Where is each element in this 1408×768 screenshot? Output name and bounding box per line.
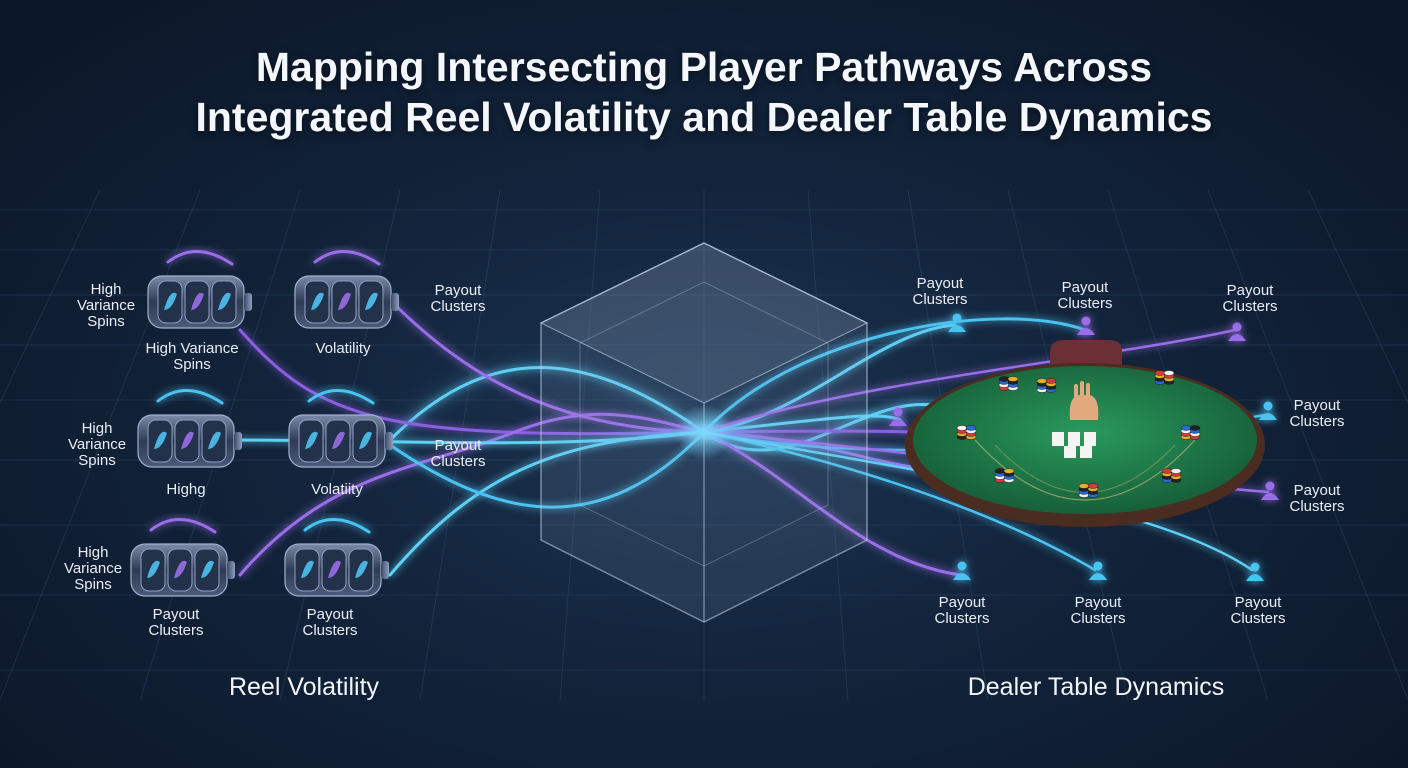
chip-stack-icon xyxy=(994,468,1015,483)
slot-reel-icon xyxy=(147,250,252,329)
slot-reel-icon xyxy=(284,518,389,597)
slot-reel-icon xyxy=(288,389,393,468)
player-icon xyxy=(889,407,907,426)
slot-reel-icon xyxy=(294,250,399,329)
player-icon xyxy=(1261,481,1279,500)
slot-reels xyxy=(130,250,399,597)
player-icon xyxy=(1228,322,1246,341)
chip-stack-icon xyxy=(1180,425,1201,440)
slot-reel-icon xyxy=(137,389,242,468)
title-line-1: Mapping Intersecting Player Pathways Acr… xyxy=(255,44,1153,90)
intersection-cube xyxy=(539,242,869,623)
chip-stack-icon xyxy=(1078,483,1099,498)
title-line-2: Integrated Reel Volatility and Dealer Ta… xyxy=(195,94,1213,140)
player-icon xyxy=(1077,316,1095,335)
player-icon xyxy=(953,561,971,580)
player-icon xyxy=(1089,561,1107,580)
chip-stack-icon xyxy=(998,376,1019,391)
section-label-left: Reel Volatility xyxy=(228,673,380,701)
playing-card-icon xyxy=(1052,432,1096,458)
player-icon xyxy=(1259,401,1277,420)
label-r1-mid: Volatility xyxy=(315,340,371,357)
page-title: Mapping Intersecting Player Pathways Acr… xyxy=(0,42,1408,142)
chip-stacks xyxy=(956,370,1201,498)
label-r2-mid: Volatiity xyxy=(311,481,363,498)
label-r2-below: Highg xyxy=(166,481,206,498)
section-label-right: Dealer Table Dynamics xyxy=(967,673,1225,701)
chip-stack-icon xyxy=(1161,468,1182,483)
chip-stack-icon xyxy=(956,425,977,440)
player-markers xyxy=(889,313,1279,581)
dealer-hand-icon xyxy=(1069,381,1099,420)
player-icon xyxy=(1246,562,1264,581)
slot-reel-icon xyxy=(130,518,235,597)
chip-stack-icon xyxy=(1154,370,1175,385)
player-icon xyxy=(948,313,966,332)
chip-stack-icon xyxy=(1036,378,1057,393)
